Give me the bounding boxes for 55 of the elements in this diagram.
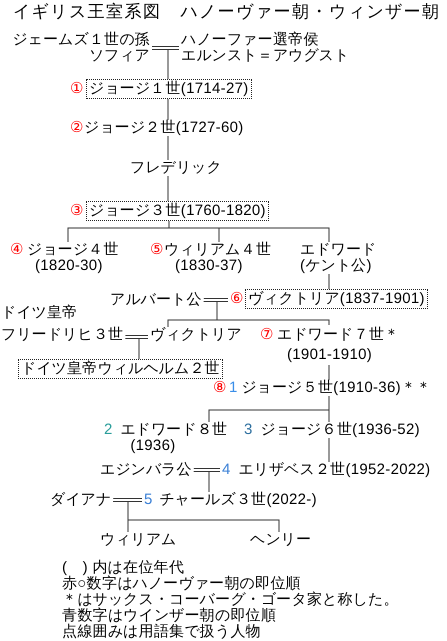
circled-number: ⑥ — [230, 291, 243, 307]
descent-line — [208, 471, 220, 492]
circled-number: ③ — [70, 203, 83, 219]
person-name: ヘンリー — [250, 532, 312, 548]
person-name: ジョージ５世(1910-36)＊＊ — [241, 380, 432, 396]
circled-number: ⑦ — [260, 325, 273, 345]
person-name: アルバート公 — [110, 292, 202, 308]
descent-line — [328, 364, 330, 380]
person-name: ダイアナ — [50, 492, 112, 508]
descent-line — [328, 438, 330, 462]
circled-number: ④ — [10, 242, 23, 258]
circled-number: ⑧ — [213, 380, 226, 396]
person-name: ヴィクトリア — [150, 327, 242, 343]
circled-number: ⑤ — [150, 242, 163, 258]
person-name: エジンバラ公 — [100, 462, 192, 478]
person-box: ヴィクトリア(1837-1901) — [245, 289, 428, 309]
descent-line — [328, 396, 330, 422]
note-text: 青数字はウインザー朝の即位順 — [62, 608, 276, 624]
marriage-line — [112, 498, 142, 502]
order-number: 5 — [144, 492, 152, 508]
note-text: ＊はサックス・コーバーグ・ゴータ家と称した。 — [62, 592, 399, 608]
order-number: 1 — [229, 380, 238, 396]
marriage-line — [124, 335, 148, 339]
descent-line — [168, 49, 180, 80]
marriage-line — [152, 46, 180, 50]
diagram-title: イギリス王室系図 ハノーヴァー朝・ウィンザー朝 — [13, 3, 441, 21]
circled-number: ① — [70, 81, 83, 97]
person-box: ジョージ３世(1760-1820) — [86, 201, 269, 221]
descent-line — [138, 338, 148, 360]
person-name: フレデリック — [130, 160, 222, 176]
marriage-line — [193, 468, 220, 472]
person-name: ジェームズ１世の孫ソフィア — [12, 32, 150, 64]
person-name: ハノーファー選帝侯エルンスト＝アウグスト — [181, 32, 350, 64]
person-box: ドイツ皇帝ウィルヘルム２世 — [18, 359, 223, 379]
person-name: ウィリアム４世(1830-37) — [164, 242, 272, 274]
descent-line — [328, 274, 330, 290]
person-name: チャールズ３世(2022-) — [159, 492, 317, 508]
circled-number: ② — [70, 120, 83, 136]
person-name: ジョージ６世(1936-52) — [260, 422, 420, 438]
person-name: ジョージ２世(1727-60) — [84, 120, 244, 136]
person-name: エドワード８世(1936) — [120, 422, 228, 454]
person-name: ジョージ４世(1820-30) — [27, 242, 119, 274]
person-name: エドワード７世＊(1901-1910) — [277, 325, 400, 365]
marriage-line — [203, 298, 228, 302]
order-number: 3 — [244, 422, 252, 438]
note-text: 赤○数字はハノーヴァー朝の即位順 — [62, 576, 301, 592]
note-text: ( ) 内は在位年代 — [62, 560, 184, 576]
order-number: 2 — [104, 422, 112, 438]
person-name: エリザベス２世(1952-2022) — [238, 462, 430, 478]
person-name: エドワード(ケント公) — [300, 242, 376, 274]
descent-line — [168, 220, 330, 242]
order-number: 4 — [222, 462, 230, 478]
note-text: 点線囲みは用語集で扱う人物 — [62, 624, 261, 640]
person-box: ジョージ１世(1714-27) — [86, 79, 252, 99]
person-name: ウィリアム — [100, 532, 176, 548]
